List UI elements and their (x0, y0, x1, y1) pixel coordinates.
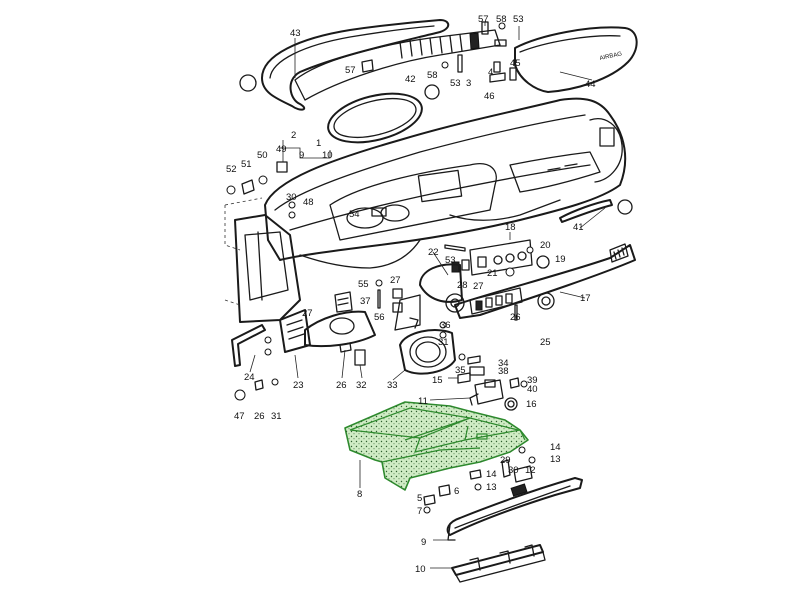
vent-strip-2 (294, 29, 501, 101)
callout-label: 36 (440, 320, 451, 331)
side-trim-24 (231, 324, 266, 367)
callout-label: 41 (573, 222, 584, 233)
fasteners (226, 21, 633, 514)
callout-label: 39 (527, 375, 538, 386)
callout-label: 37 (360, 296, 371, 307)
callout-label: 40 (527, 384, 538, 395)
callout-labels: 43 57 58 53 57 58 53 3 4 45 46 44 42 2 1… (226, 14, 596, 575)
callout-label: 35 (455, 365, 466, 376)
callout-label: 5 (417, 493, 422, 504)
callout-label: 25 (540, 337, 551, 348)
callout-label: 51 (241, 159, 252, 170)
callout-label: 55 (358, 279, 369, 290)
callout-label: 33 (387, 380, 398, 391)
callout-label: 27 (302, 308, 313, 319)
callout-label: 10 (415, 564, 426, 575)
callout-label: 47 (234, 411, 245, 422)
switch-plate-18 (451, 239, 533, 276)
callout-label: 8 (357, 489, 362, 500)
knob-25 (537, 292, 555, 310)
callout-label: 42 (405, 74, 416, 85)
callout-label: 56 (374, 312, 385, 323)
callout-label: 9 (299, 150, 304, 161)
callout-label: 21 (487, 268, 498, 279)
callout-label: 26 (254, 411, 265, 422)
callout-label: 46 (484, 91, 495, 102)
callout-label: 27 (473, 281, 484, 292)
callout-label: 15 (432, 375, 443, 386)
callout-label: 22 (428, 247, 439, 258)
clip-20 (526, 246, 534, 254)
switch-housing-28 (394, 263, 465, 331)
callout-label: 30 (508, 465, 519, 476)
callout-label: 14 (486, 469, 497, 480)
callout-label: 32 (356, 380, 367, 391)
callout-label: 45 (510, 58, 521, 69)
speaker-cover-33 (399, 329, 456, 375)
callout-label: 28 (457, 280, 468, 291)
callout-label: 11 (418, 396, 428, 407)
callout-label: 53 (445, 255, 456, 266)
callout-label: 9 (421, 537, 426, 548)
callout-label: 27 (390, 275, 401, 286)
callout-label: 38 (498, 366, 509, 377)
callout-label: 54 (349, 209, 360, 220)
callout-label: 14 (550, 442, 561, 453)
callout-label: 53 (513, 14, 524, 25)
callout-label: 10 (322, 150, 333, 161)
callout-label: 18 (505, 222, 516, 233)
clip-21 (505, 267, 515, 277)
airbag-cover-44: AIRBAG (514, 26, 638, 93)
callout-label: 31 (271, 411, 282, 422)
trim-strip-41 (559, 199, 613, 223)
speaker-trim-42 (327, 92, 423, 144)
dashboard-main-1 (234, 97, 627, 323)
callout-label: 57 (345, 65, 356, 76)
callout-label: 12 (525, 465, 536, 476)
hinge-strip-10 (451, 544, 546, 583)
callout-label: 20 (540, 240, 551, 251)
callout-label: 3 (466, 78, 471, 89)
callout-label: 23 (293, 380, 304, 391)
callout-label: 26 (510, 312, 521, 323)
lid-trim-9 (446, 477, 583, 541)
trim-seal-43 (261, 19, 450, 111)
callout-label: 19 (555, 254, 566, 265)
clip-32 (354, 349, 366, 366)
callout-label: 50 (257, 150, 268, 161)
callout-label: 43 (290, 28, 301, 39)
latch-mechanism-11 (469, 366, 518, 411)
bulb-19 (536, 255, 550, 269)
callout-label: 16 (526, 399, 537, 410)
callout-label: 6 (454, 486, 459, 497)
callout-label: 53 (450, 78, 461, 89)
callout-label: 30 (286, 192, 297, 203)
callout-label: 1 (316, 138, 321, 149)
callout-label: 7 (417, 506, 422, 517)
callout-label: 57 (478, 14, 489, 25)
callout-label: 49 (276, 144, 287, 155)
callout-label: 26 (336, 380, 347, 391)
callout-label: 34 (498, 358, 509, 369)
switch-plate-27 (469, 287, 523, 315)
callout-label: 29 (500, 455, 511, 466)
lower-cover-26 (304, 291, 376, 348)
callout-label: 44 (585, 79, 596, 90)
callout-label: 58 (496, 14, 507, 25)
callout-label: 13 (486, 482, 497, 493)
callout-label: 24 (244, 372, 255, 383)
glovebox-8[interactable] (344, 401, 529, 491)
callout-label: 52 (226, 164, 237, 175)
callout-label: 13 (550, 454, 561, 465)
callout-label: 4 (488, 67, 493, 78)
callout-label: 48 (303, 197, 314, 208)
callout-label: 17 (580, 293, 591, 304)
callout-label: 2 (291, 130, 296, 141)
callout-label: 31 (438, 337, 449, 348)
callout-label: 58 (427, 70, 438, 81)
leader-lines (249, 22, 606, 569)
airbag-text: AIRBAG (599, 51, 623, 62)
